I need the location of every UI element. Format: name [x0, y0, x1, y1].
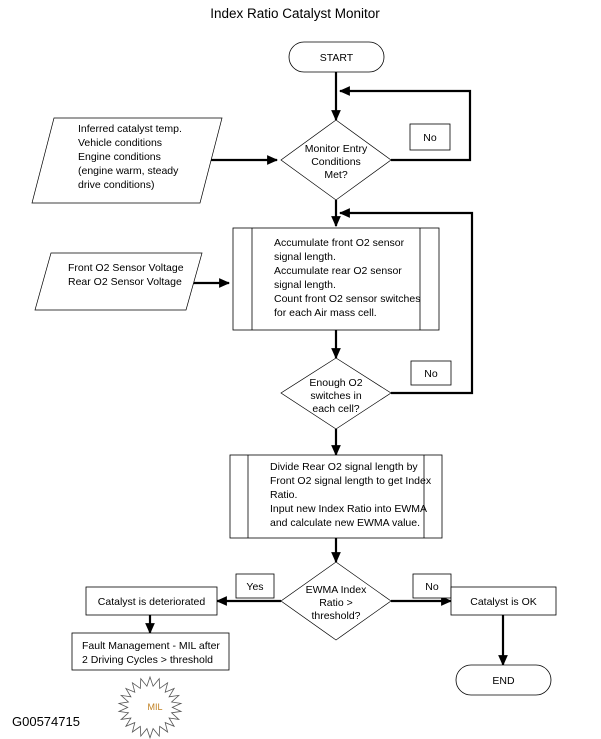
process-accumulate-line-5: Count front O2 sensor switches	[274, 293, 420, 305]
node-input-voltages: Front O2 Sensor Voltage Rear O2 Sensor V…	[34, 252, 203, 311]
fault-management-line-1: Fault Management - MIL after	[82, 640, 220, 652]
decision-entry-line-2: Conditions	[311, 156, 361, 168]
process-accumulate-line-2: signal length.	[274, 251, 336, 263]
label-no-switches: No	[410, 360, 452, 386]
decision-threshold-line-3: threshold?	[311, 610, 360, 622]
node-process-index-ratio: Divide Rear O2 signal length by Front O2…	[229, 454, 443, 539]
node-result-ok: Catalyst is OK	[450, 586, 557, 616]
process-accumulate-line-3: Accumulate rear O2 sensor	[274, 265, 402, 277]
mil-starburst-icon	[117, 675, 183, 739]
process-index-ratio-line-3: Ratio.	[270, 489, 297, 501]
node-end-label: END	[492, 675, 515, 687]
label-no-entry-text: No	[423, 132, 437, 144]
result-deteriorated-label: Catalyst is deteriorated	[98, 596, 206, 608]
node-start: START	[288, 41, 385, 73]
mil-label: MIL	[147, 702, 162, 712]
connector-layer	[145, 72, 508, 667]
node-fault-management: Fault Management - MIL after 2 Driving C…	[71, 632, 230, 671]
input-voltages-line-2: Rear O2 Sensor Voltage	[68, 276, 182, 288]
result-ok-label: Catalyst is OK	[470, 596, 537, 608]
process-index-ratio-line-4: Input new Index Ratio into EWMA	[270, 503, 427, 515]
decision-switches-line-3: each cell?	[312, 403, 359, 415]
label-no-threshold-text: No	[425, 581, 439, 593]
node-mil-indicator: MIL	[117, 675, 183, 739]
process-accumulate-line-6: for each Air mass cell.	[274, 307, 377, 319]
node-decision-switches: Enough O2 switches in each cell?	[280, 357, 392, 430]
label-yes-threshold: Yes	[235, 573, 275, 599]
label-no-threshold: No	[412, 573, 452, 599]
fault-management-line-2: 2 Driving Cycles > threshold	[82, 654, 213, 666]
input-conditions-line-2: Vehicle conditions	[78, 137, 162, 149]
input-voltages-line-1: Front O2 Sensor Voltage	[68, 262, 184, 274]
input-conditions-line-3: Engine conditions	[78, 151, 161, 163]
input-conditions-line-5: drive conditions)	[78, 179, 154, 191]
node-input-conditions: Inferred catalyst temp. Vehicle conditio…	[31, 117, 223, 204]
decision-entry-line-1: Monitor Entry	[305, 143, 368, 155]
process-index-ratio-line-5: and calculate new EWMA value.	[270, 517, 420, 529]
node-end: END	[455, 664, 552, 696]
label-yes-threshold-text: Yes	[246, 581, 263, 593]
decision-switches-line-2: switches in	[310, 390, 362, 402]
figure-id: G00574715	[12, 714, 80, 729]
process-index-ratio-line-2: Front O2 signal length to get Index	[270, 475, 432, 487]
connector-no-switches-loop	[338, 208, 474, 395]
decision-entry-line-3: Met?	[324, 169, 348, 181]
node-decision-entry: Monitor Entry Conditions Met?	[280, 119, 392, 201]
node-decision-threshold: EWMA Index Ratio > threshold?	[280, 561, 392, 641]
node-start-label: START	[320, 52, 354, 64]
page-title: Index Ratio Catalyst Monitor	[210, 6, 380, 21]
decision-threshold-line-1: EWMA Index	[306, 584, 367, 596]
process-accumulate-line-1: Accumulate front O2 sensor	[274, 237, 405, 249]
process-accumulate-line-4: signal length.	[274, 279, 336, 291]
process-index-ratio-line-1: Divide Rear O2 signal length by	[270, 461, 418, 473]
label-no-entry: No	[409, 123, 451, 151]
label-no-switches-text: No	[424, 368, 438, 380]
input-conditions-line-4: (engine warm, steady	[78, 165, 179, 177]
connector-no-entry-loop	[338, 86, 472, 162]
decision-switches-line-1: Enough O2	[309, 377, 362, 389]
node-process-accumulate: Accumulate front O2 sensor signal length…	[232, 227, 440, 331]
node-result-deteriorated: Catalyst is deteriorated	[85, 586, 218, 616]
decision-threshold-line-2: Ratio >	[319, 597, 353, 609]
input-conditions-line-1: Inferred catalyst temp.	[78, 123, 182, 135]
